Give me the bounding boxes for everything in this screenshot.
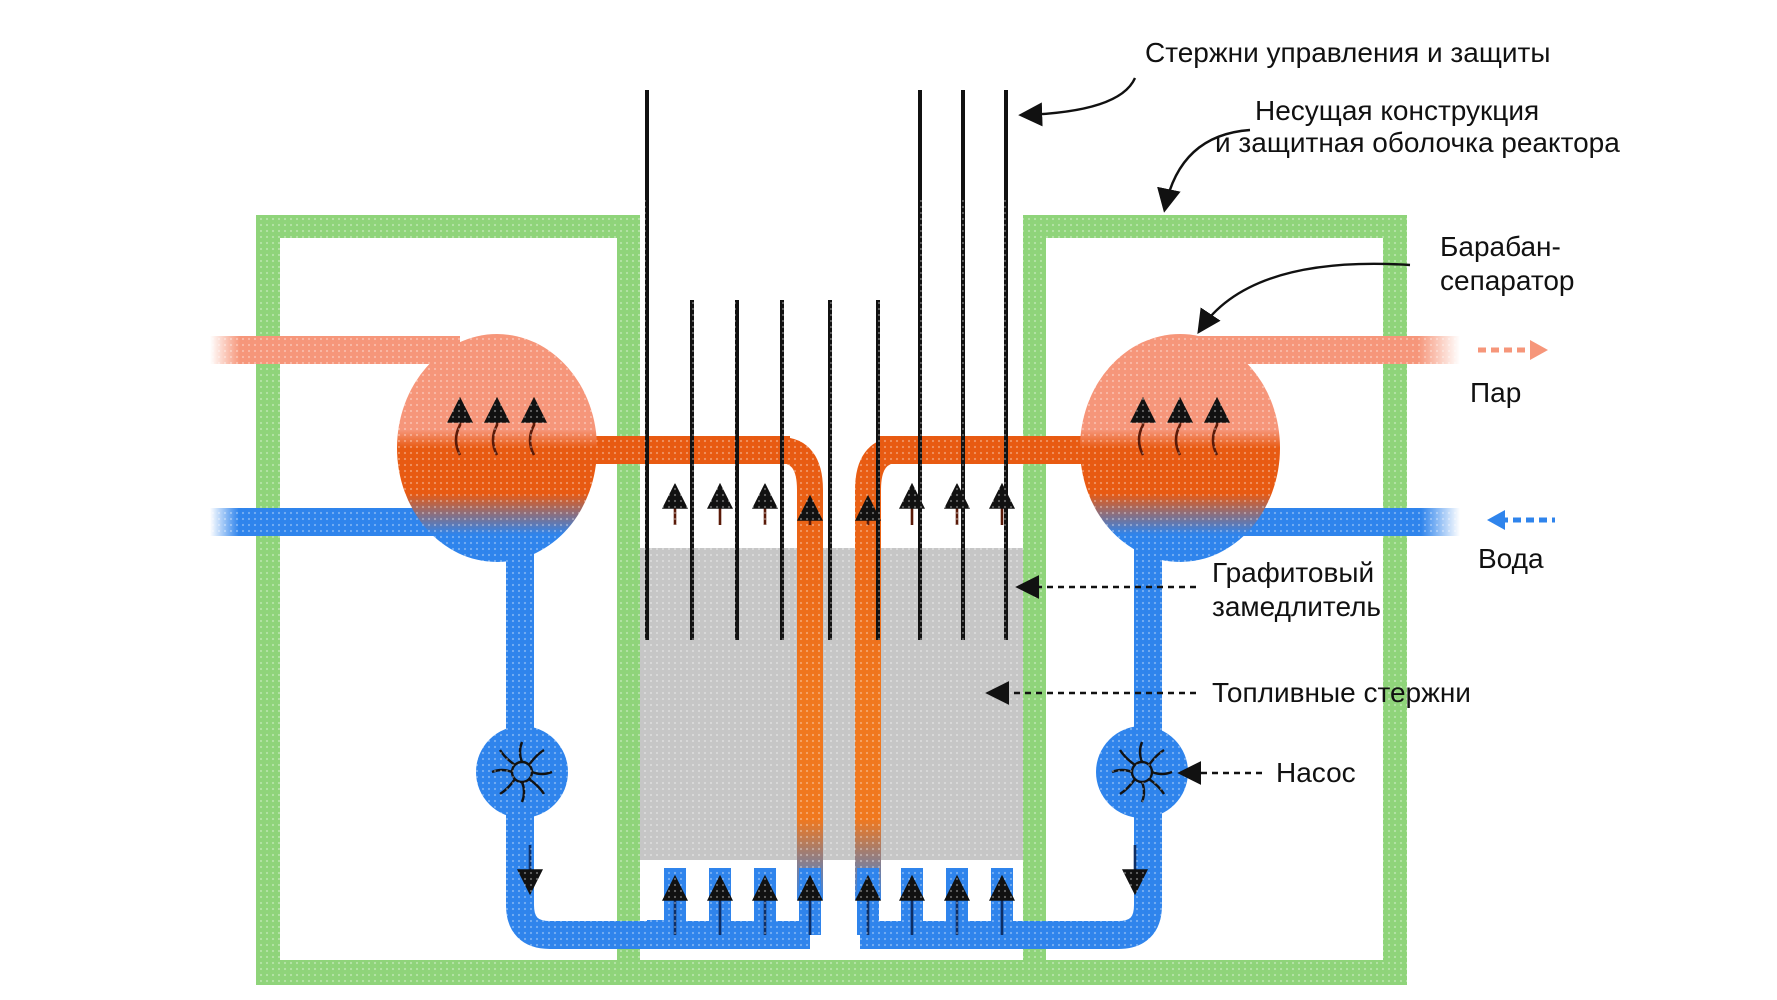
arrow-icon <box>1478 340 1548 360</box>
control-rods-label: Стержни управления и защиты <box>1145 37 1550 68</box>
separator-drum-right <box>1080 334 1280 562</box>
pump-icon <box>1096 726 1188 818</box>
inlet-manifold <box>664 868 1013 935</box>
containment-label-line2: и защитная оболочка реактора <box>1215 127 1620 158</box>
steam-pipes <box>210 336 1460 364</box>
arrow-icon <box>1487 510 1555 530</box>
containment-label-line1: Несущая конструкция <box>1255 95 1539 126</box>
moderator-label-line1: Графитовый <box>1212 557 1374 588</box>
water-label: Вода <box>1478 543 1544 574</box>
hot-water-headers <box>560 436 1110 464</box>
separator-drum-left <box>397 334 597 562</box>
fuel-rods-label: Топливные стержни <box>1212 677 1471 708</box>
leader-lines <box>985 77 1411 785</box>
drum-label-line2: сепаратор <box>1440 265 1575 296</box>
pump-label: Насос <box>1276 757 1356 788</box>
pump-icon <box>476 726 568 818</box>
moderator-label-line2: замедлитель <box>1212 591 1381 622</box>
steam-label: Пар <box>1470 377 1521 408</box>
drum-label-line1: Барабан- <box>1440 231 1561 262</box>
